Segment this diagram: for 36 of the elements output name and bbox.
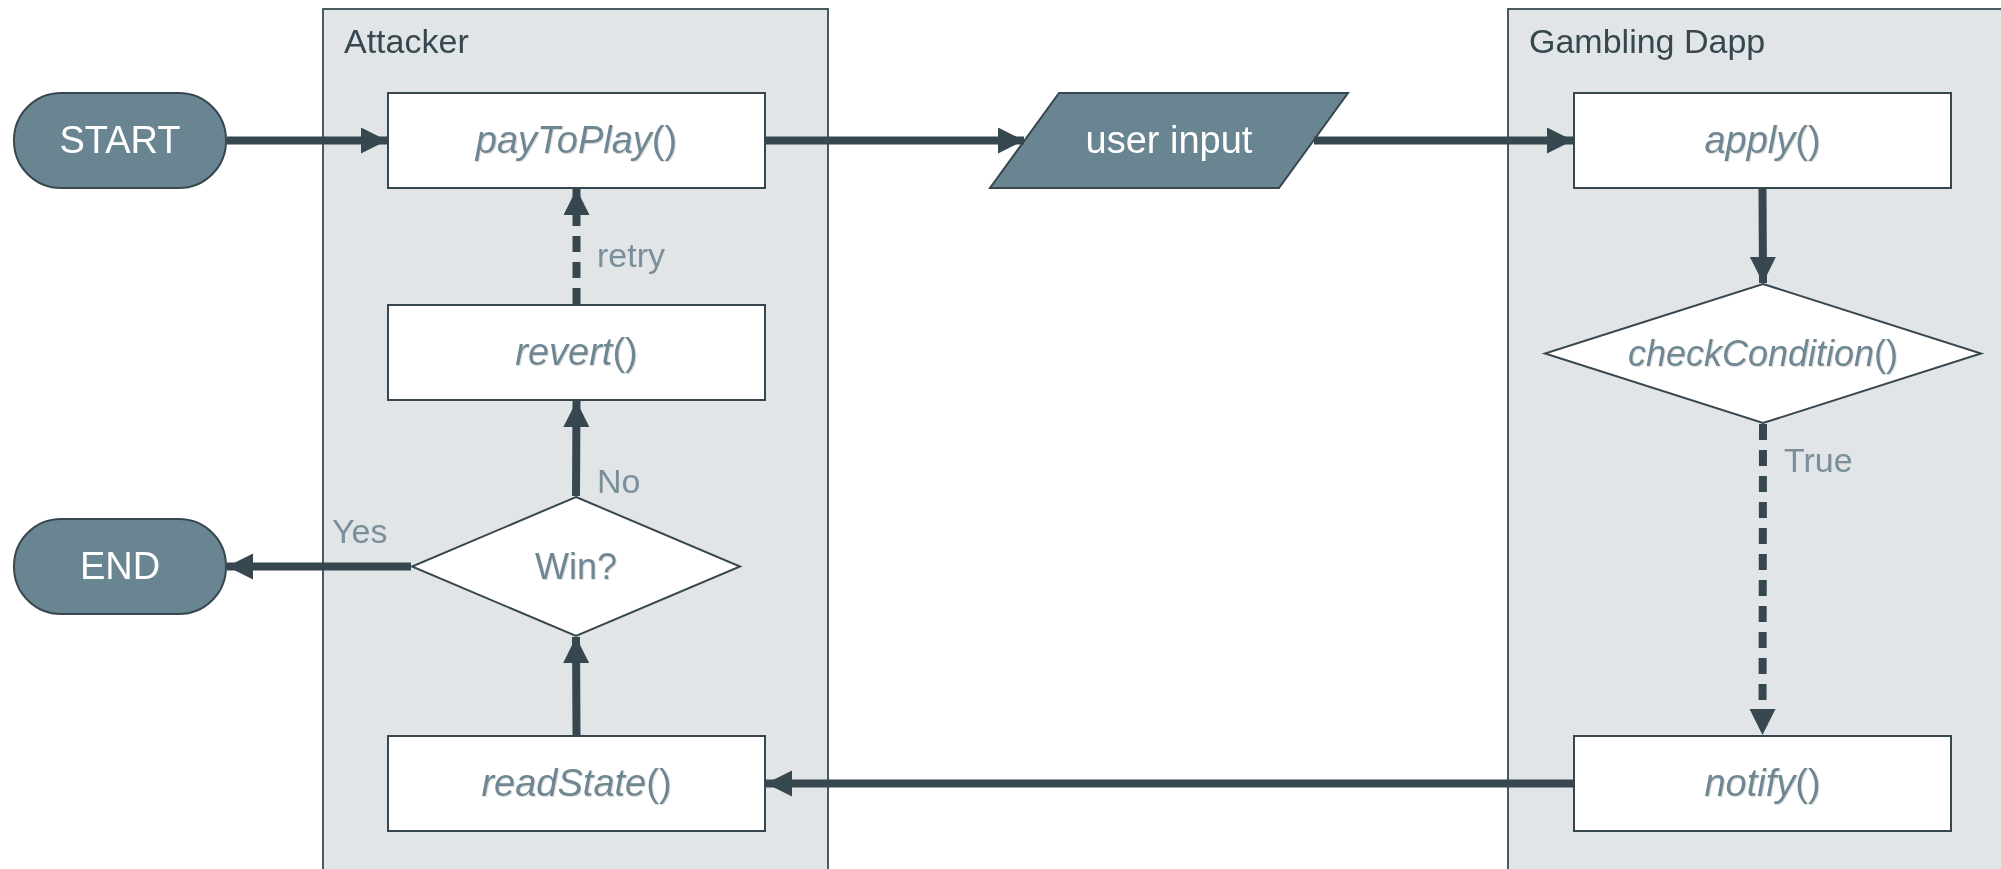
arrow [227,553,411,580]
process-box [1573,735,1952,832]
process-box [387,304,766,401]
arrow [563,636,590,736]
node-label: checkCondition() [1627,332,1899,375]
arrow [1749,188,1776,284]
node-label: payToPlay() [475,119,678,162]
lane-title: Attacker [344,22,469,61]
arrow [766,127,1024,154]
lane-title: Gambling Dapp [1529,22,1766,61]
process-box [1573,92,1952,189]
arrow [563,189,590,304]
edge-label: True [1784,441,1853,480]
swimlane-panel [322,8,829,869]
decision-diamond [1544,283,1982,424]
arrow [1749,424,1776,735]
edge-label: Yes [332,512,388,551]
node-label: readState() [481,762,672,805]
node-label: START [59,119,181,162]
data-parallelogram [989,92,1349,189]
process-box [387,735,766,832]
arrow [563,400,590,497]
edge-label: retry [597,236,665,275]
decision-diamond [411,496,741,637]
node-label: END [79,545,161,588]
edge-label: No [597,462,641,501]
process-box [387,92,766,189]
swimlane-panel [1507,8,2001,869]
node-label: Win? [535,545,617,588]
node-label: user input [1085,119,1253,162]
arrow [766,770,1573,797]
node-label: revert() [515,331,638,374]
node-label: apply() [1704,119,1821,162]
node-label: notify() [1704,762,1821,805]
arrow [1314,127,1573,154]
arrow [227,127,387,154]
